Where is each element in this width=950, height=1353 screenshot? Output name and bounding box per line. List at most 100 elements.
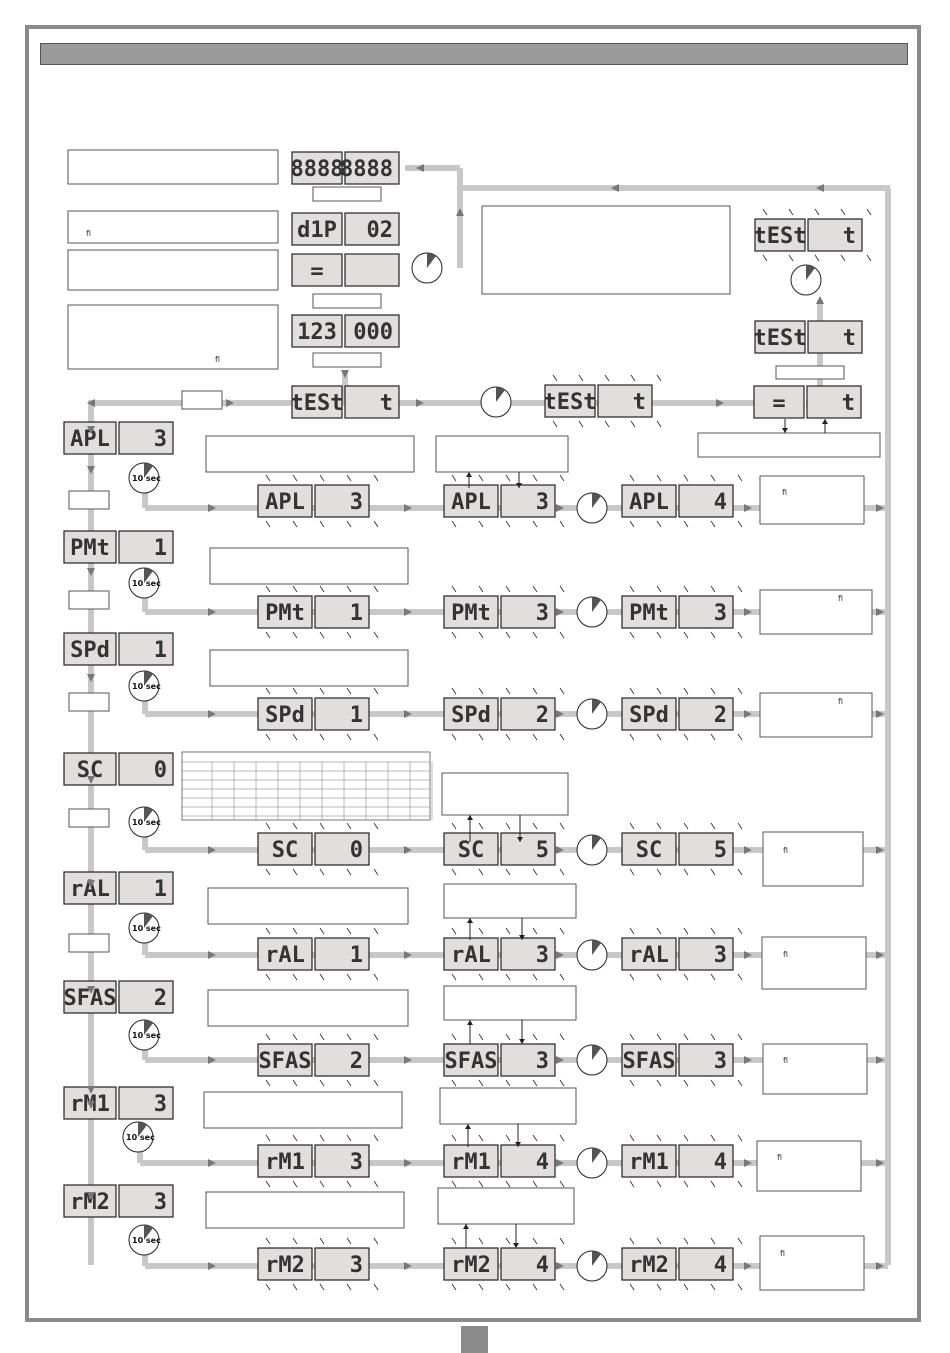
lcd-segment — [63, 1086, 117, 1120]
blink-mark — [656, 520, 662, 528]
blink-mark — [656, 733, 662, 741]
lcd-segment — [257, 1247, 313, 1281]
blink-mark — [814, 254, 820, 262]
ligature-glyph: fi — [838, 594, 844, 603]
blink-mark — [319, 1180, 325, 1188]
arrow-left — [87, 399, 95, 407]
blink-mark — [373, 1237, 379, 1245]
timer-wedge — [144, 913, 153, 928]
blink-mark — [532, 1237, 538, 1245]
blink-mark — [532, 1079, 538, 1087]
info-box-config — [67, 249, 279, 291]
blink-mark — [292, 585, 298, 593]
blink-mark — [532, 520, 538, 528]
blink-mark — [532, 687, 538, 695]
info-box-firmware — [67, 304, 279, 370]
blink-mark — [373, 631, 379, 639]
lcd-code: SPd — [70, 638, 110, 663]
label-box — [181, 390, 223, 410]
arrow-right — [744, 1262, 752, 1270]
blink-mark — [451, 1180, 457, 1188]
lcd-value: 1 — [350, 601, 363, 626]
lcd-value: 3 — [714, 1049, 727, 1074]
lcd-value: 3 — [714, 943, 727, 968]
arrow-down — [87, 880, 95, 888]
blink-mark — [451, 520, 457, 528]
lcd-value: t — [842, 391, 855, 416]
blink-mark — [265, 1033, 271, 1041]
lcd-segment — [678, 697, 734, 731]
arrow-right — [556, 710, 564, 718]
lcd-code: 123 — [297, 320, 337, 345]
blink-mark — [683, 733, 689, 741]
lcd-segment — [500, 1043, 556, 1077]
blink-mark — [451, 1283, 457, 1291]
arrow-right — [404, 1056, 412, 1064]
blink-mark — [559, 1033, 565, 1041]
blink-mark — [559, 927, 565, 935]
lcd-value: t — [380, 391, 393, 416]
lcd-code: APL — [629, 490, 669, 515]
blink-mark — [532, 1033, 538, 1041]
blink-mark — [451, 822, 457, 830]
flow-line — [457, 188, 463, 268]
blink-mark — [451, 585, 457, 593]
arrow-right — [876, 710, 884, 718]
info-box-rm2-confirm — [759, 1235, 865, 1291]
lcd-code: SFAS — [623, 1049, 676, 1074]
blink-mark — [292, 822, 298, 830]
arrow-right — [876, 1056, 884, 1064]
blink-mark — [683, 687, 689, 695]
lcd-segment — [678, 1144, 734, 1178]
lcd-code: PMt — [265, 601, 305, 626]
blink-mark — [656, 1033, 662, 1041]
lcd-code: APL — [265, 490, 305, 515]
blink-mark — [505, 1180, 511, 1188]
pointer-head — [519, 1039, 525, 1044]
ligature-glyph: fi — [782, 488, 788, 497]
blink-mark — [559, 1079, 565, 1087]
blink-mark — [292, 631, 298, 639]
lcd-code: tESt — [544, 390, 597, 415]
lcd-value: 4 — [714, 490, 727, 515]
ligature-glyph: fi — [777, 1153, 783, 1162]
label-box — [312, 293, 382, 309]
blink-mark — [505, 1237, 511, 1245]
info-box-dip — [67, 210, 279, 244]
lcd-segment — [118, 530, 174, 564]
info-box-sc-confirm — [762, 831, 864, 887]
lcd-value: 0 — [154, 758, 167, 783]
blink-mark — [292, 733, 298, 741]
arrow-right — [208, 504, 216, 512]
lcd-segment — [291, 212, 343, 246]
arrow-right — [876, 1159, 884, 1167]
lcd-segment — [753, 385, 805, 419]
lcd-code: rAL — [451, 943, 491, 968]
blink-mark — [552, 420, 558, 428]
blink-mark — [559, 822, 565, 830]
blink-mark — [478, 585, 484, 593]
lcd-value: 3 — [350, 490, 363, 515]
lcd-code: SC — [636, 838, 663, 863]
info-box-pmt — [209, 547, 409, 585]
blink-mark — [478, 822, 484, 830]
pointer-head — [465, 1124, 471, 1129]
blink-mark — [505, 520, 511, 528]
ligature-glyph: fi — [780, 1249, 786, 1258]
blink-mark — [505, 1283, 511, 1291]
pointer-head — [467, 815, 473, 820]
lcd-code: tESt — [754, 224, 807, 249]
blink-mark — [451, 631, 457, 639]
lcd-segment — [806, 385, 862, 419]
blink-mark — [629, 733, 635, 741]
arrow-right — [556, 1159, 564, 1167]
blink-mark — [265, 868, 271, 876]
arrow-right — [876, 846, 884, 854]
blink-mark — [737, 1134, 743, 1142]
blink-mark — [604, 374, 610, 382]
blink-mark — [559, 474, 565, 482]
lcd-code: d1P — [297, 218, 337, 243]
lcd-code: SC — [272, 838, 299, 863]
lcd-code: PMt — [451, 601, 491, 626]
blink-mark — [710, 585, 716, 593]
